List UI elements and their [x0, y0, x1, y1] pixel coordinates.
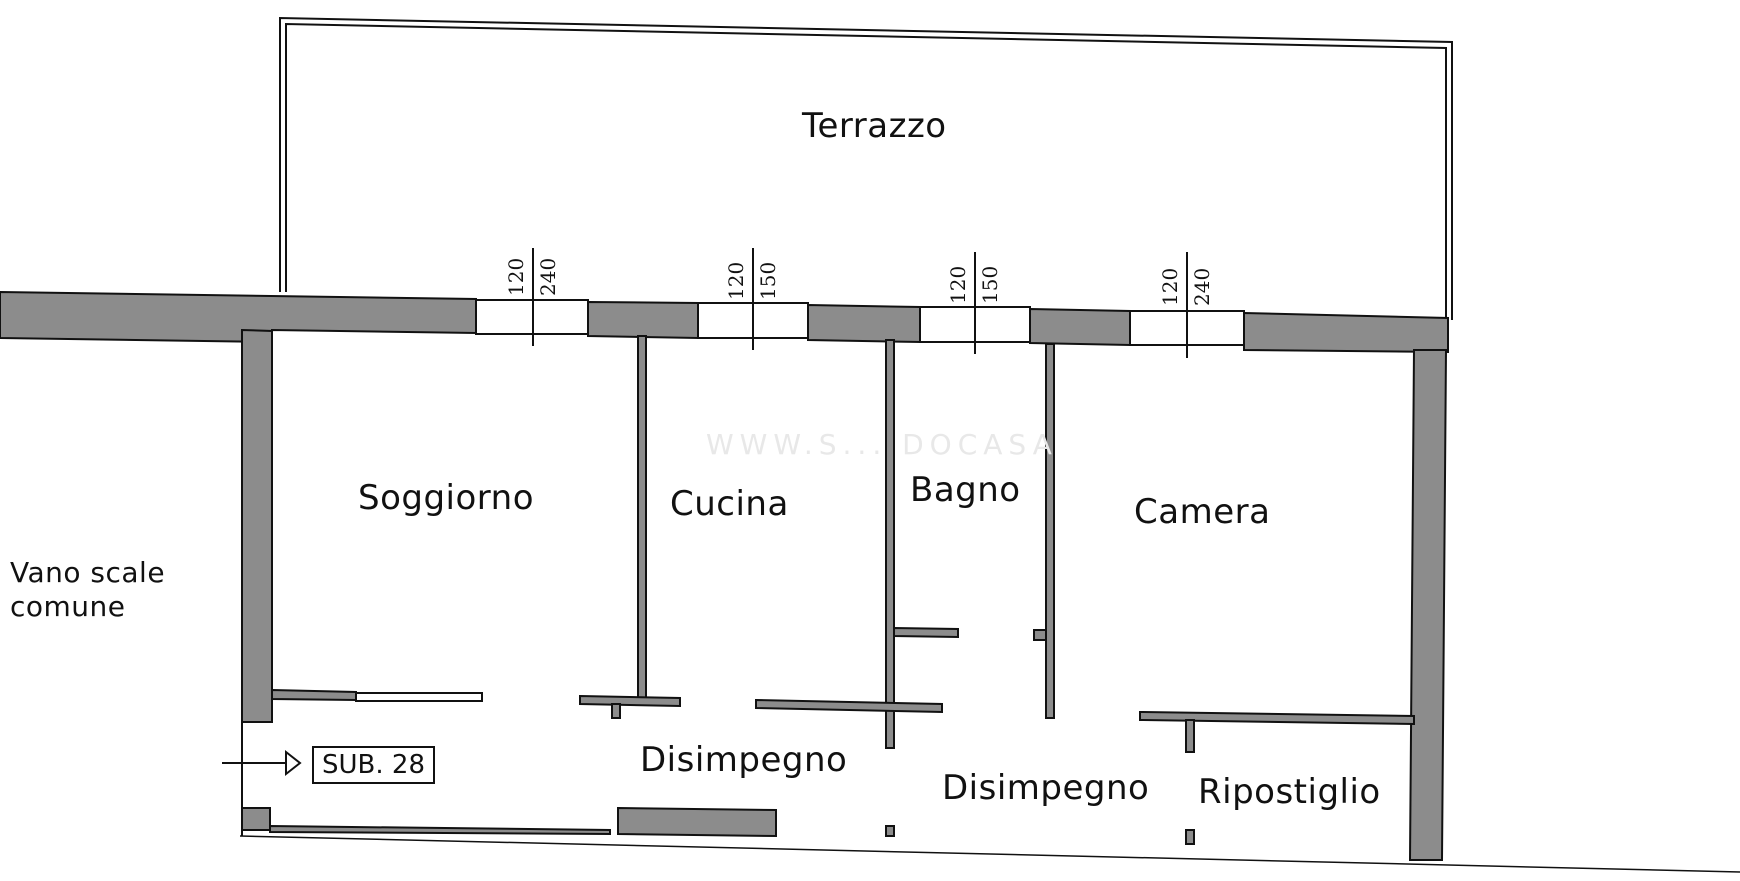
room-label-soggiorno: Soggiorno: [358, 478, 535, 518]
vano-scale-line2: comune: [10, 590, 126, 623]
window-1-height: 240: [536, 257, 560, 296]
window-3-height: 150: [978, 265, 1002, 304]
room-label-disimpegno-2: Disimpegno: [942, 768, 1150, 808]
room-label-ripostiglio: Ripostiglio: [1198, 772, 1381, 812]
room-label-bagno: Bagno: [910, 470, 1021, 510]
walls: [0, 290, 1449, 861]
vano-scale-line1: Vano scale: [10, 556, 166, 589]
door-leaf: [355, 692, 483, 702]
room-label-camera: Camera: [1134, 492, 1271, 532]
window-4-height: 240: [1190, 267, 1214, 306]
window-2-height: 150: [756, 261, 780, 300]
room-label-cucina: Cucina: [670, 484, 789, 524]
entrance-marker: [222, 722, 302, 840]
watermark: WWW.S... DOCASA: [706, 428, 1058, 461]
window-2-width: 120: [724, 261, 748, 300]
window-3-width: 120: [946, 265, 970, 304]
room-label-vano-scale: Vano scale comune: [10, 556, 165, 624]
room-label-disimpegno-1: Disimpegno: [640, 740, 848, 780]
terrace-outline: [279, 16, 1453, 320]
window-4-width: 120: [1158, 267, 1182, 306]
room-label-terrazzo: Terrazzo: [802, 106, 947, 146]
entrance-sub-label: SUB. 28: [312, 746, 435, 784]
window-1-width: 120: [504, 257, 528, 296]
